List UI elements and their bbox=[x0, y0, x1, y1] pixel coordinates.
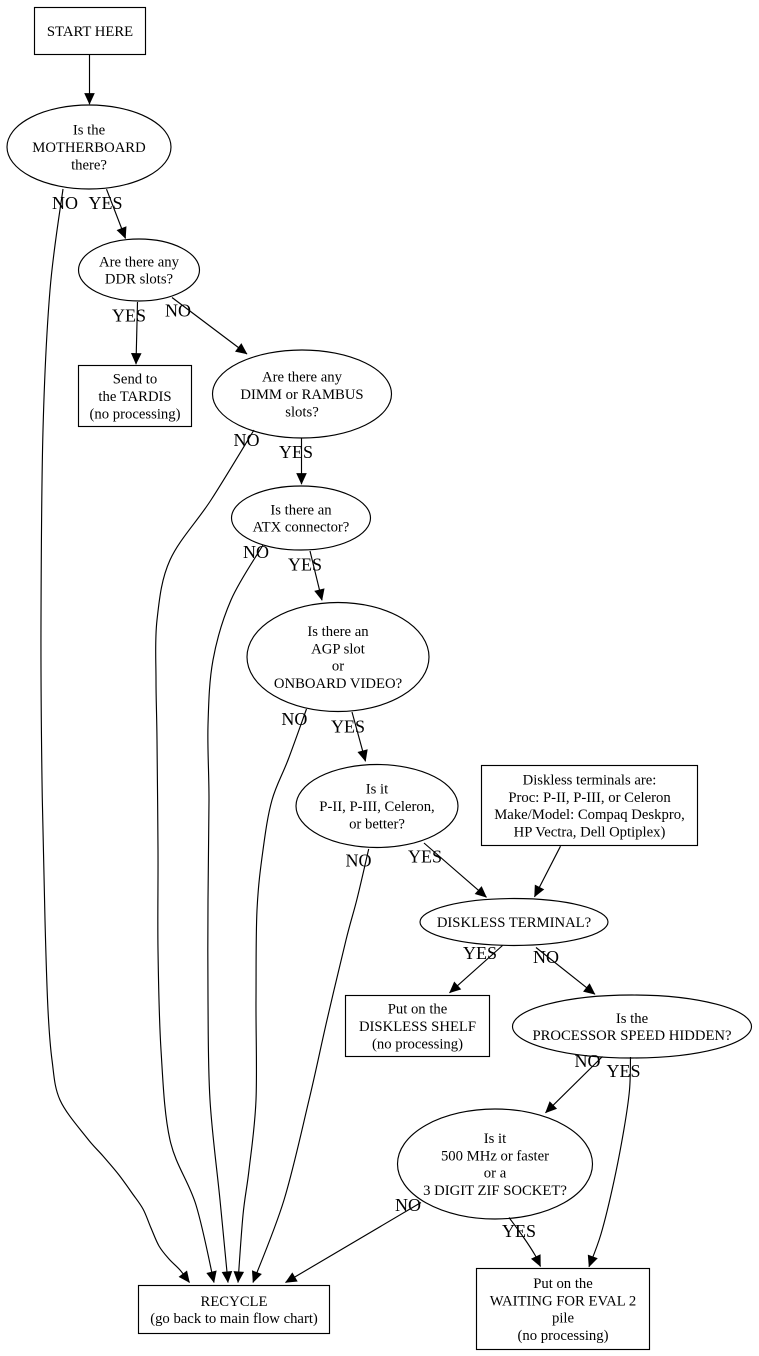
svg-text:NO: NO bbox=[575, 1051, 601, 1071]
svg-text:Are there any: Are there any bbox=[99, 254, 180, 270]
svg-text:PROCESSOR SPEED HIDDEN?: PROCESSOR SPEED HIDDEN? bbox=[532, 1028, 731, 1044]
svg-text:YES: YES bbox=[88, 193, 122, 213]
svg-text:Make/Model: Compaq Deskpro,: Make/Model: Compaq Deskpro, bbox=[494, 807, 685, 823]
svg-text:YES: YES bbox=[331, 717, 365, 737]
svg-text:ATX connector?: ATX connector? bbox=[253, 520, 350, 536]
svg-text:NO: NO bbox=[52, 193, 78, 213]
svg-text:3 DIGIT ZIF SOCKET?: 3 DIGIT ZIF SOCKET? bbox=[423, 1183, 567, 1199]
svg-text:NO: NO bbox=[234, 430, 260, 450]
svg-text:HP Vectra, Dell Optiplex): HP Vectra, Dell Optiplex) bbox=[514, 825, 666, 841]
svg-text:YES: YES bbox=[112, 306, 146, 326]
svg-text:(go back to main flow chart): (go back to main flow chart) bbox=[150, 1311, 318, 1327]
svg-text:Is it: Is it bbox=[366, 782, 388, 798]
svg-text:RECYCLE: RECYCLE bbox=[201, 1294, 268, 1310]
svg-text:YES: YES bbox=[288, 555, 322, 575]
svg-text:500 MHz or faster: 500 MHz or faster bbox=[441, 1148, 549, 1164]
svg-text:Is the: Is the bbox=[73, 123, 106, 139]
svg-text:NO: NO bbox=[243, 542, 269, 562]
svg-text:or better?: or better? bbox=[349, 816, 405, 832]
svg-text:Diskless terminals are:: Diskless terminals are: bbox=[523, 772, 657, 788]
svg-text:START HERE: START HERE bbox=[47, 24, 133, 40]
svg-text:YES: YES bbox=[606, 1061, 640, 1081]
svg-text:NO: NO bbox=[281, 709, 307, 729]
svg-text:YES: YES bbox=[463, 943, 497, 963]
svg-text:P-II, P-III, Celeron,: P-II, P-III, Celeron, bbox=[319, 799, 434, 815]
svg-text:Is it: Is it bbox=[484, 1131, 506, 1147]
svg-text:DDR slots?: DDR slots? bbox=[105, 272, 173, 288]
svg-text:WAITING FOR EVAL 2: WAITING FOR EVAL 2 bbox=[490, 1293, 636, 1309]
svg-text:Is there an: Is there an bbox=[307, 624, 369, 640]
svg-text:the TARDIS: the TARDIS bbox=[98, 389, 171, 405]
svg-text:Put on the: Put on the bbox=[533, 1276, 593, 1292]
svg-text:Is there an: Is there an bbox=[270, 502, 332, 518]
svg-text:ONBOARD VIDEO?: ONBOARD VIDEO? bbox=[274, 676, 402, 692]
svg-text:Are there any: Are there any bbox=[262, 370, 343, 386]
svg-text:DISKLESS TERMINAL?: DISKLESS TERMINAL? bbox=[437, 915, 591, 931]
svg-text:YES: YES bbox=[502, 1221, 536, 1241]
svg-text:YES: YES bbox=[408, 847, 442, 867]
svg-text:Is the: Is the bbox=[616, 1011, 649, 1027]
svg-text:NO: NO bbox=[533, 947, 559, 967]
svg-text:MOTHERBOARD: MOTHERBOARD bbox=[32, 140, 146, 156]
svg-text:(no processing): (no processing) bbox=[90, 406, 181, 422]
svg-text:DIMM or RAMBUS: DIMM or RAMBUS bbox=[240, 387, 363, 403]
svg-text:DISKLESS SHELF: DISKLESS SHELF bbox=[359, 1019, 476, 1035]
svg-text:(no processing): (no processing) bbox=[372, 1036, 463, 1052]
svg-text:there?: there? bbox=[71, 157, 107, 173]
svg-text:Put on the: Put on the bbox=[388, 1002, 448, 1018]
svg-text:or: or bbox=[332, 659, 344, 675]
svg-text:AGP slot: AGP slot bbox=[311, 641, 365, 657]
svg-text:pile: pile bbox=[552, 1311, 575, 1327]
svg-text:NO: NO bbox=[395, 1195, 421, 1215]
svg-text:Proc: P-II, P-III, or Celeron: Proc: P-II, P-III, or Celeron bbox=[508, 790, 671, 806]
svg-text:(no processing): (no processing) bbox=[518, 1328, 609, 1344]
svg-text:slots?: slots? bbox=[285, 404, 318, 420]
svg-text:NO: NO bbox=[346, 851, 372, 871]
svg-text:or a: or a bbox=[484, 1166, 507, 1182]
svg-text:NO: NO bbox=[165, 301, 191, 321]
svg-text:YES: YES bbox=[279, 442, 313, 462]
svg-text:Send to: Send to bbox=[113, 372, 157, 388]
